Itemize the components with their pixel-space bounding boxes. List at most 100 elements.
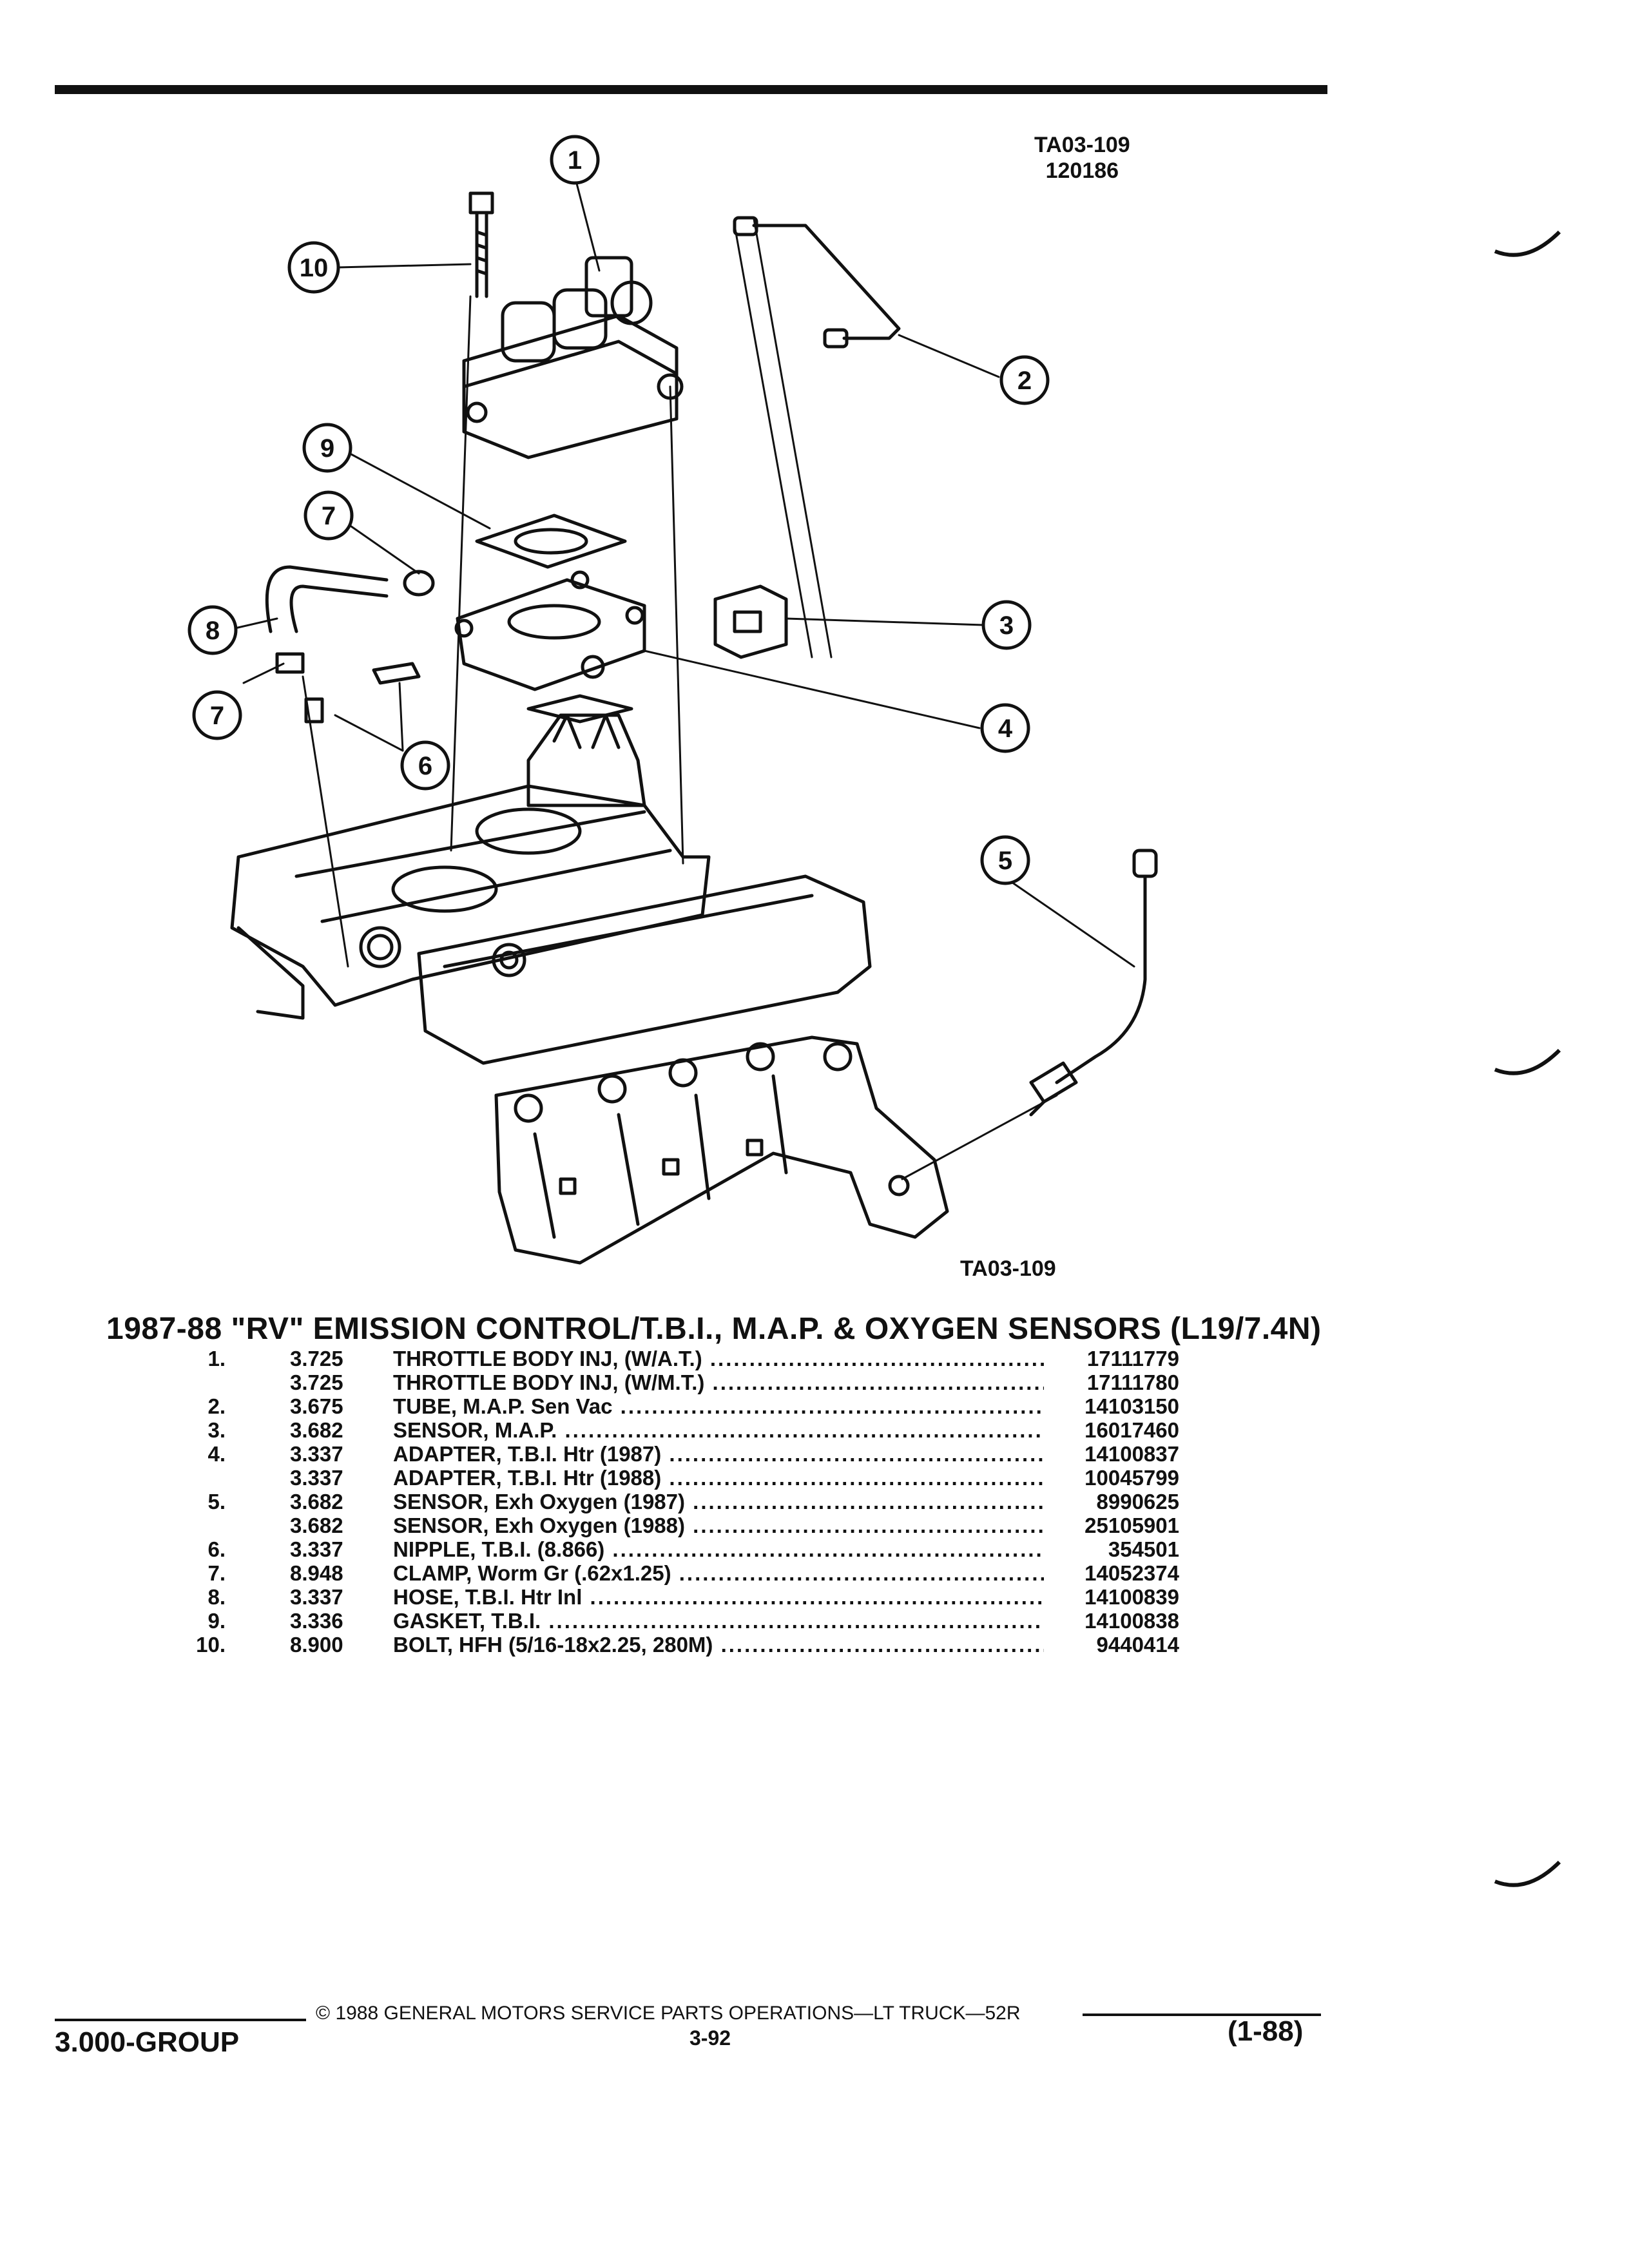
tbi-mount (526, 694, 646, 807)
group-number: 3.337 (290, 1466, 343, 1490)
margin-mark (1494, 230, 1561, 257)
svg-text:5: 5 (998, 847, 1012, 875)
part-number: 14100838 (1084, 1609, 1179, 1633)
item-ref: 3. (207, 1418, 226, 1442)
valve-cover (417, 874, 872, 1065)
footer-rule-right (1083, 2013, 1321, 2016)
oxygen-sensor (1029, 849, 1158, 1117)
svg-text:7: 7 (210, 702, 224, 730)
item-ref: 10. (196, 1633, 226, 1657)
throttle-body-injector (462, 256, 684, 459)
section-title: 1987-88 "RV" EMISSION CONTROL/T.B.I., M.… (106, 1312, 1322, 1346)
item-ref: 1. (207, 1347, 226, 1370)
heater-hose (265, 565, 435, 724)
callout-3: 3 (981, 600, 1032, 650)
part-number: 14100839 (1084, 1585, 1179, 1609)
tbi-gasket (475, 514, 627, 569)
callout-2: 2 (999, 355, 1050, 405)
part-description: ADAPTER, T.B.I. Htr (1987) (393, 1442, 1044, 1466)
parts-row: 9. 3.336 GASKET, T.B.I. 14100838 (174, 1609, 1218, 1633)
group-number: 3.725 (290, 1347, 343, 1370)
tbi-heater-adapter (454, 570, 646, 691)
callouts: 1 2 3 4 5 6 7 8 9 10 7 (188, 135, 1050, 885)
figure-date-code: 120186 (1045, 159, 1119, 183)
callout-10: 10 (287, 241, 340, 294)
svg-text:10: 10 (300, 254, 329, 282)
parts-list: 1. 3.725 THROTTLE BODY INJ, (W/A.T.) 171117… (174, 1347, 1218, 1657)
footer-page-number: 3-92 (689, 2026, 731, 2050)
part-description: SENSOR, M.A.P. (393, 1418, 1044, 1443)
callout-8: 8 (188, 605, 238, 655)
callout-9: 9 (302, 423, 352, 473)
margin-mark (1494, 1860, 1561, 1887)
svg-text:7: 7 (322, 502, 336, 530)
parts-row: 3.337 ADAPTER, T.B.I. Htr (1988) 10045799 (174, 1466, 1218, 1490)
margin-mark (1494, 1048, 1561, 1075)
group-number: 3.337 (290, 1442, 343, 1466)
figure-id-bottom: TA03-109 (960, 1256, 1056, 1281)
exhaust-manifold (494, 1035, 949, 1265)
callout-4: 4 (980, 703, 1030, 753)
parts-row: 3.682 SENSOR, Exh Oxygen (1988) 25105901 (174, 1514, 1218, 1537)
part-number: 14100837 (1084, 1442, 1179, 1466)
footer-group: 3.000-GROUP (55, 2026, 240, 2058)
callout-7b: 7 (192, 690, 242, 740)
parts-row: 10. 8.900 BOLT, HFH (5/16-18x2.25, 280M) 94… (174, 1633, 1218, 1657)
part-number: 354501 (1108, 1537, 1179, 1561)
part-number: 14052374 (1084, 1561, 1179, 1585)
part-number: 17111779 (1086, 1347, 1179, 1370)
parts-row: 2. 3.675 TUBE, M.A.P. Sen Vac 14103150 (174, 1394, 1218, 1418)
part-description: TUBE, M.A.P. Sen Vac (393, 1394, 1044, 1419)
part-description: GASKET, T.B.I. (393, 1609, 1044, 1633)
item-ref: 9. (207, 1609, 226, 1633)
group-number: 3.675 (290, 1394, 343, 1418)
group-number: 3.337 (290, 1537, 343, 1561)
part-description: CLAMP, Worm Gr (.62x1.25) (393, 1561, 1044, 1586)
parts-row: 1. 3.725 THROTTLE BODY INJ, (W/A.T.) 171117… (174, 1347, 1218, 1370)
figure-id-block: TA03-109 120186 (1034, 132, 1130, 184)
bolt (468, 191, 494, 298)
part-number: 16017460 (1084, 1418, 1179, 1442)
part-number: 25105901 (1084, 1514, 1179, 1537)
svg-text:6: 6 (418, 752, 432, 780)
group-number: 8.900 (290, 1633, 343, 1657)
group-number: 3.682 (290, 1490, 343, 1514)
svg-text:3: 3 (999, 611, 1014, 640)
part-description: ADAPTER, T.B.I. Htr (1988) (393, 1466, 1044, 1490)
parts-row: 7. 8.948 CLAMP, Worm Gr (.62x1.25) 14052374 (174, 1561, 1218, 1585)
item-ref: 7. (207, 1561, 226, 1585)
group-number: 3.336 (290, 1609, 343, 1633)
top-rule (55, 85, 1327, 94)
item-ref: 5. (207, 1490, 226, 1514)
part-number: 10045799 (1084, 1466, 1179, 1490)
exploded-parts-diagram: 1 2 3 4 5 6 7 8 9 10 7 (188, 135, 1158, 1265)
svg-text:9: 9 (320, 434, 334, 463)
part-number: 14103150 (1084, 1394, 1179, 1418)
part-description: BOLT, HFH (5/16-18x2.25, 280M) (393, 1633, 1044, 1657)
part-description: HOSE, T.B.I. Htr Inl (393, 1585, 1044, 1610)
footer-copyright: © 1988 GENERAL MOTORS SERVICE PARTS OPER… (316, 2003, 1021, 2024)
part-number: 8990625 (1096, 1490, 1179, 1514)
callout-1: 1 (550, 135, 600, 185)
callout-5: 5 (980, 835, 1030, 885)
group-number: 3.337 (290, 1585, 343, 1609)
footer-date: (1-88) (1228, 2015, 1304, 2047)
parts-row: 3. 3.682 SENSOR, M.A.P. 16017460 (174, 1418, 1218, 1442)
group-number: 3.725 (290, 1370, 343, 1394)
part-description: THROTTLE BODY INJ, (W/M.T.) (393, 1370, 1044, 1395)
part-description: SENSOR, Exh Oxygen (1988) (393, 1514, 1044, 1538)
leader-lines (234, 182, 1135, 1180)
group-number: 3.682 (290, 1514, 343, 1537)
group-number: 3.682 (290, 1418, 343, 1442)
part-number: 17111780 (1086, 1370, 1179, 1394)
item-ref: 2. (207, 1394, 226, 1418)
group-number: 8.948 (290, 1561, 343, 1585)
callout-6: 6 (400, 740, 450, 791)
part-number: 9440414 (1096, 1633, 1179, 1657)
parts-row: 3.725 THROTTLE BODY INJ, (W/M.T.) 17111780 (174, 1370, 1218, 1394)
part-description: THROTTLE BODY INJ, (W/A.T.) (393, 1347, 1044, 1371)
